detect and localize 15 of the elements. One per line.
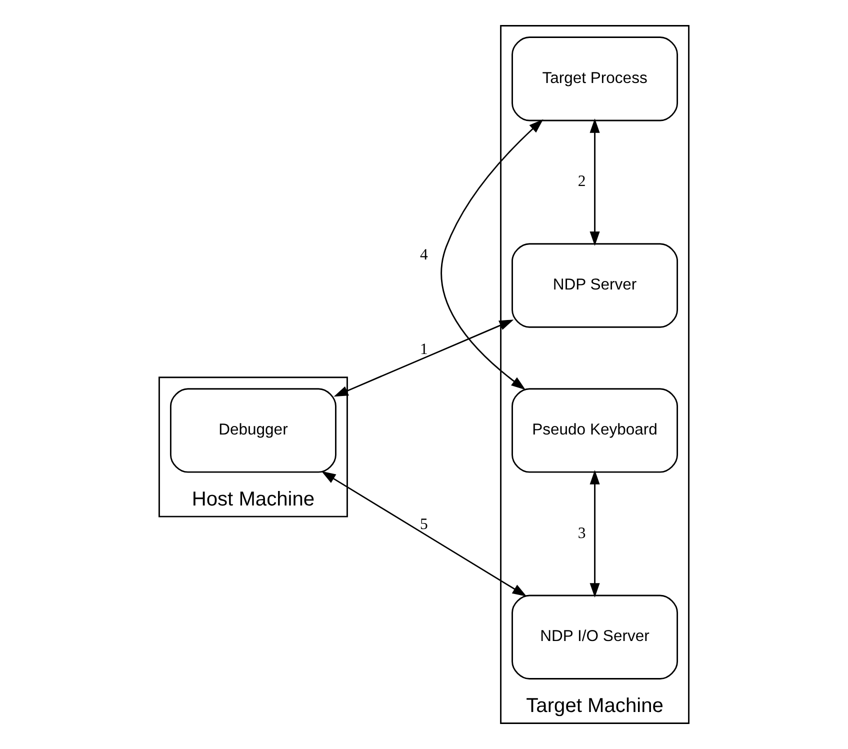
node-box: Debugger	[170, 388, 336, 473]
node-box: NDP I/O Server	[512, 594, 678, 680]
arrow	[321, 471, 527, 596]
arrow	[334, 320, 514, 397]
node-box: Pseudo Keyboard	[512, 388, 678, 473]
edge-label: 2	[578, 173, 586, 190]
arrow	[590, 470, 600, 598]
edge-label: 4	[420, 246, 428, 264]
node-box: Target Process	[512, 36, 678, 122]
node-box: NDP Server	[512, 243, 678, 328]
edge-label: 1	[420, 341, 428, 358]
edge-label: 3	[578, 524, 586, 542]
arrow	[440, 119, 544, 390]
arrow	[590, 118, 600, 246]
edge-label: 5	[420, 516, 428, 534]
